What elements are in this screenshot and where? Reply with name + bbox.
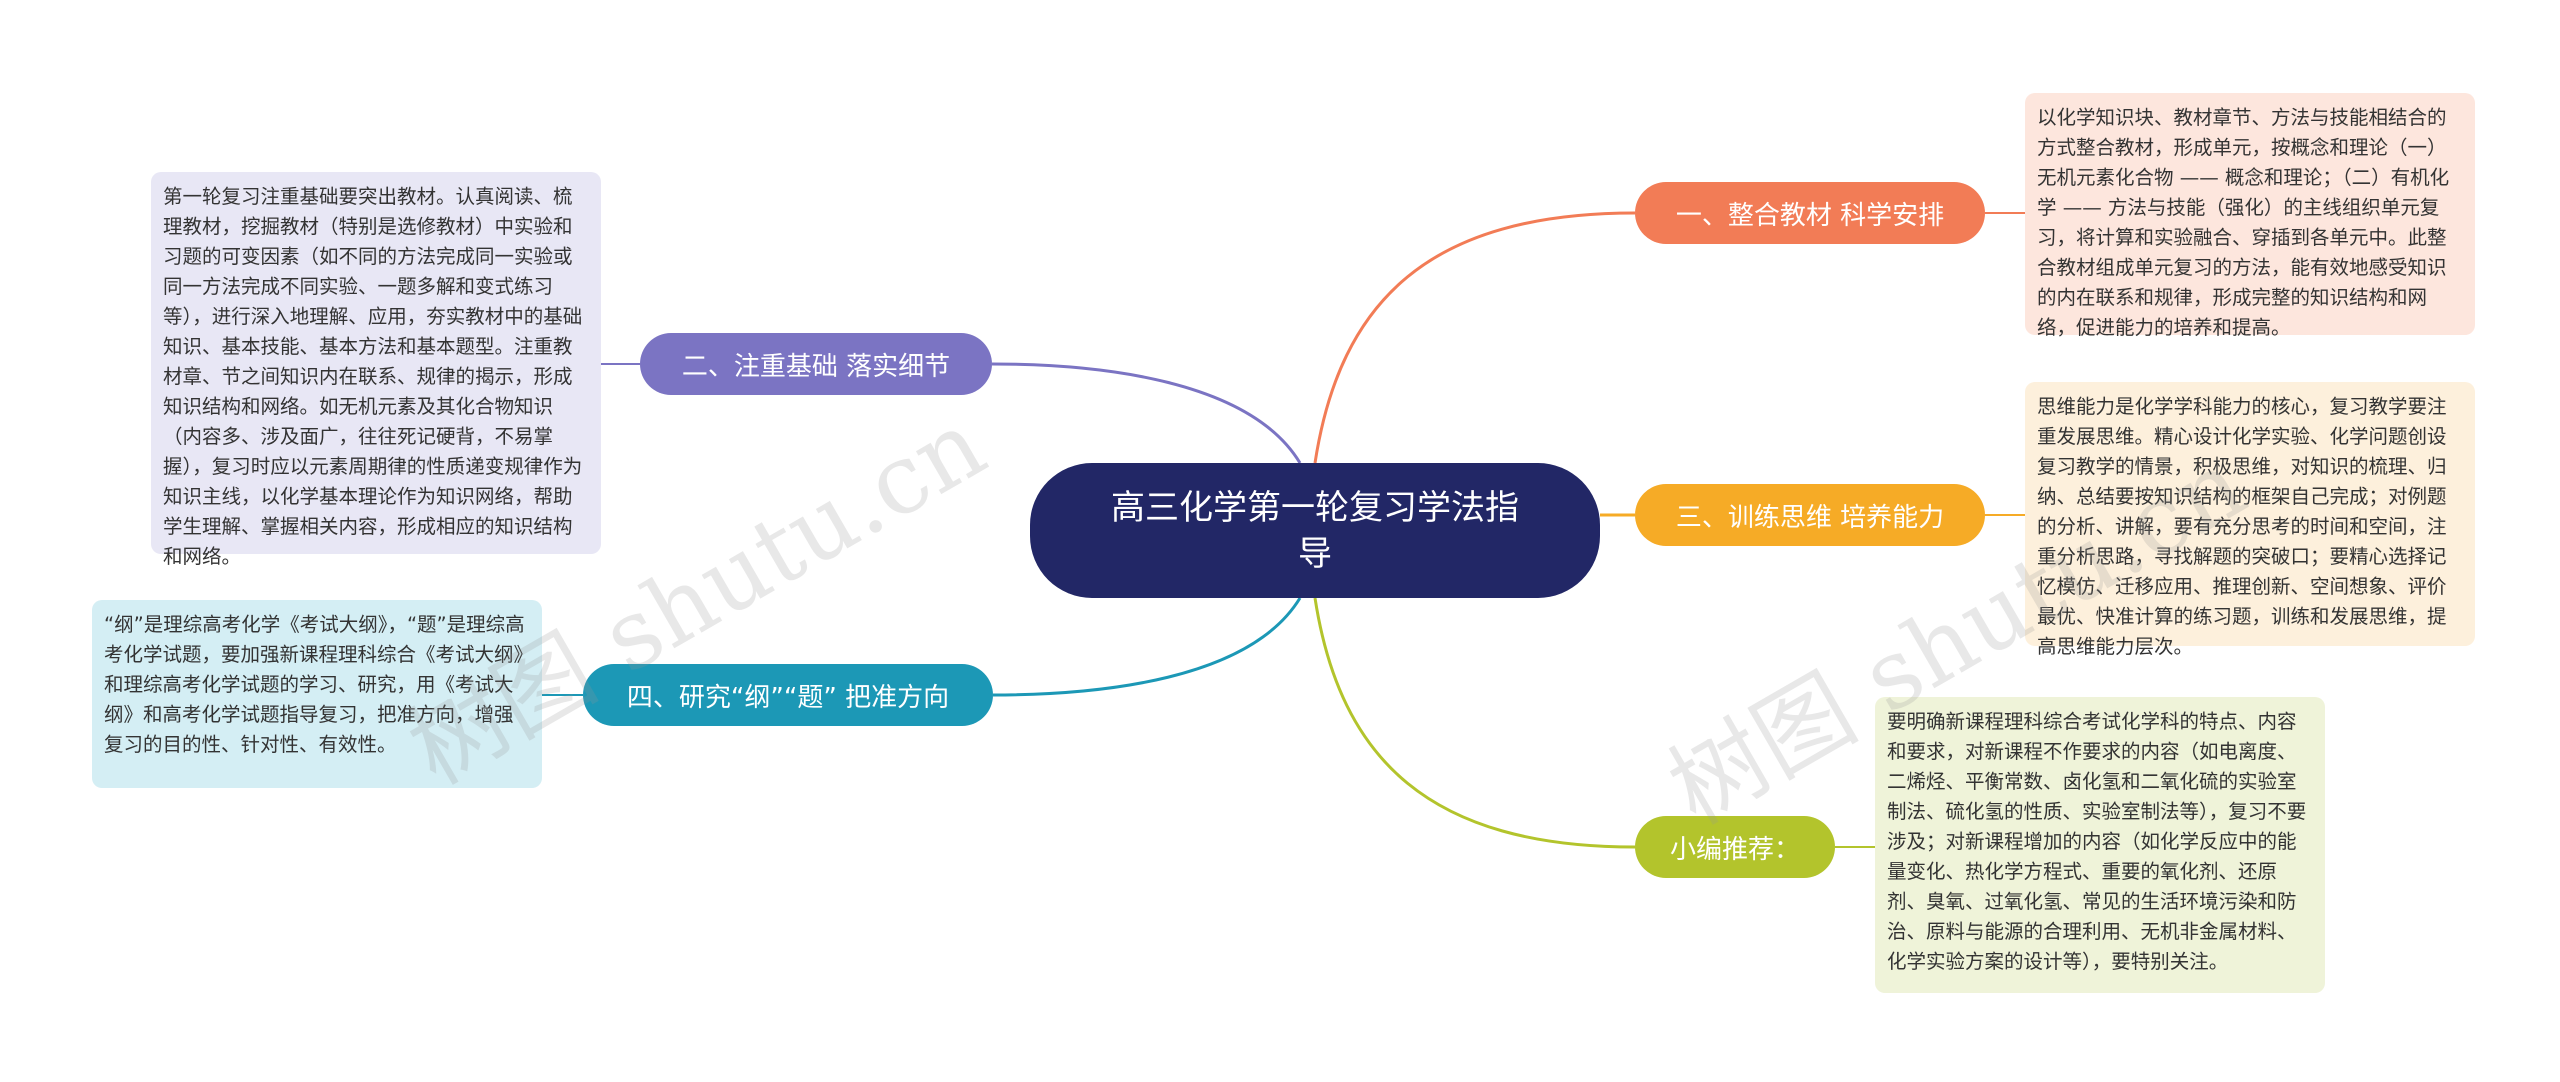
detail-study-syllabus[interactable]: “纲”是理综高考化学《考试大纲》，“题”是理综高考化学试题，要加强新课程理科综合…: [92, 600, 542, 788]
link-branch-4: [992, 597, 1302, 697]
branch-train-thinking[interactable]: 三、训练思维 培养能力: [1635, 484, 1985, 546]
root-topic[interactable]: 高三化学第一轮复习学法指导: [1030, 463, 1600, 598]
detail-foundation-details[interactable]: 第一轮复习注重基础要突出教材。认真阅读、梳理教材，挖掘教材（特别是选修教材）中实…: [151, 172, 601, 568]
link-branch-5: [1313, 597, 1636, 849]
link-branch-1: [1313, 211, 1636, 464]
detail-editor-recommendation[interactable]: 要明确新课程理科综合考试化学科的特点、内容和要求，对新课程不作要求的内容（如电离…: [1875, 697, 2325, 993]
branch-foundation-details[interactable]: 二、注重基础 落实细节: [640, 333, 992, 395]
branch-study-syllabus[interactable]: 四、研究“纲”“题” 把准方向: [583, 664, 993, 726]
branch-integrate-textbook[interactable]: 一、整合教材 科学安排: [1635, 182, 1985, 244]
detail-train-thinking[interactable]: 思维能力是化学学科能力的核心，复习教学要注重发展思维。精心设计化学实验、化学问题…: [2025, 382, 2475, 658]
link-branch-2: [991, 362, 1302, 464]
detail-integrate-textbook[interactable]: 以化学知识块、教材章节、方法与技能相结合的方式整合教材，形成单元，按概念和理论（…: [2025, 93, 2475, 339]
branch-editor-recommendation[interactable]: 小编推荐：: [1635, 816, 1835, 878]
